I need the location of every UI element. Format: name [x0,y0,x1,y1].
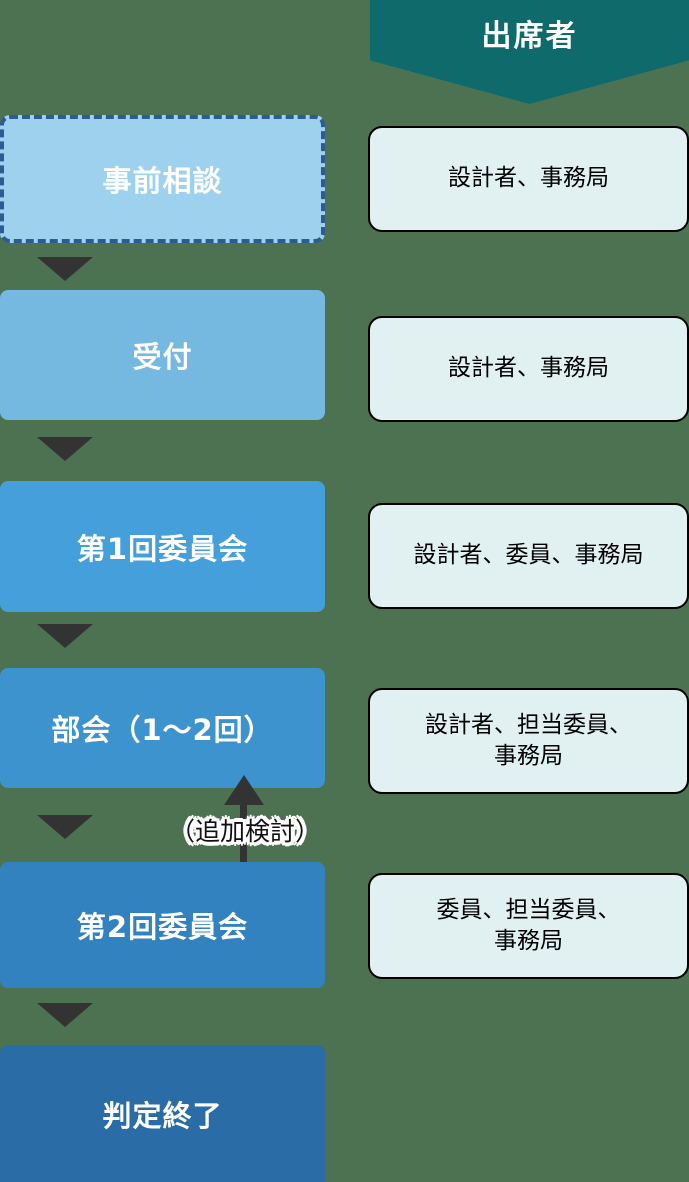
feedback-arrow-shaft [240,800,247,900]
attendee-box-committee-1: 設計者、委員、事務局 [368,503,689,609]
feedback-arrow-label: （追加検討） [170,817,321,846]
flow-arrow-down-5 [37,1003,93,1027]
attendee-column-header-label: 出席者 [481,19,578,54]
flow-step-label: 判定終了 [102,1098,223,1133]
process-flow-column: 事前相談 受付 第1回委員会 部会（1〜2回） （追加検討） 第2回委員会 判定… [0,0,325,1182]
flow-arrow-down-3 [37,624,93,648]
feedback-arrow-head-icon [224,775,264,805]
attendee-box-text: 設計者、事務局 [448,165,609,192]
flow-step-reception[interactable]: 受付 [0,290,325,420]
flow-step-label: 部会（1〜2回） [51,713,274,747]
attendee-box-text-line-1: 委員、担当委員、 [436,896,621,923]
flow-step-label: 第1回委員会 [76,531,249,566]
flow-step-judgement-complete[interactable]: 判定終了 [0,1045,325,1182]
attendee-box-committee-2: 委員、担当委員、 事務局 [368,873,689,979]
flow-step-label: 受付 [132,340,193,374]
attendee-box-pre-consultation: 設計者、事務局 [368,126,689,232]
flow-step-subcommittee[interactable]: 部会（1〜2回） [0,668,325,788]
attendee-column-header-banner: 出席者 [370,0,689,104]
flow-step-committee-1[interactable]: 第1回委員会 [0,481,325,612]
flow-arrow-down-1 [37,257,93,281]
attendee-box-text-line-1: 設計者、担当委員、 [425,711,632,738]
attendee-box-text: 設計者、委員、事務局 [413,542,644,569]
attendee-box-text: 設計者、事務局 [448,355,609,382]
flow-step-committee-2[interactable]: 第2回委員会 [0,862,325,988]
flow-step-pre-consultation[interactable]: 事前相談 [0,115,325,243]
attendee-box-text-line-2: 事務局 [494,928,563,954]
flow-step-label: 事前相談 [102,164,223,198]
flow-arrow-down-2 [37,437,93,461]
attendee-box-reception: 設計者、事務局 [368,316,689,422]
attendee-box-subcommittee: 設計者、担当委員、 事務局 [368,688,689,794]
attendee-box-text-line-2: 事務局 [494,743,563,769]
flow-arrow-down-4 [37,815,93,839]
flow-step-label: 第2回委員会 [76,910,249,944]
